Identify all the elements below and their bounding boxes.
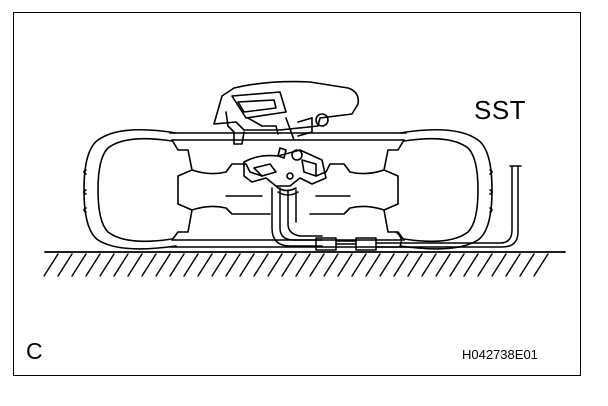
hatch-line [533, 253, 549, 277]
hatch-line [407, 253, 423, 277]
hatch-line [435, 253, 451, 277]
hatch-line [379, 253, 395, 277]
view-letter: C [26, 338, 43, 364]
hatch-line [309, 253, 325, 277]
hatch-line [253, 253, 269, 277]
left-tire [83, 129, 177, 250]
hatch-line [267, 253, 283, 277]
hatch-line [57, 253, 73, 277]
hatch-line [351, 253, 367, 277]
hatch-line [155, 253, 171, 277]
hatch-line [71, 253, 87, 277]
hatch-line [127, 253, 143, 277]
hatch-line [477, 253, 493, 277]
valve-clamp [243, 147, 327, 196]
hatch-line [337, 253, 353, 277]
hatch-line [197, 253, 213, 277]
hatch-line [281, 253, 297, 277]
right-tire [399, 129, 493, 250]
hatch-line [463, 253, 479, 277]
hatch-line [43, 253, 59, 277]
sst-label: SST [474, 95, 527, 125]
hatch-line [113, 253, 129, 277]
hatch-line [141, 253, 157, 277]
hatch-line [421, 253, 437, 277]
hatch-line [183, 253, 199, 277]
hatch-line [211, 253, 227, 277]
hatch-line [365, 253, 381, 277]
reference-code: H042738E01 [462, 347, 538, 362]
figure-frame [13, 12, 581, 376]
hatch-line [491, 253, 507, 277]
hatch-line [169, 253, 185, 277]
hatch-line [225, 253, 241, 277]
sst-cables [271, 165, 522, 251]
hatch-line [85, 253, 101, 277]
hatch-line [449, 253, 465, 277]
wheel-rim [169, 132, 407, 248]
hatch-line [239, 253, 255, 277]
hatch-line [323, 253, 339, 277]
hatch-line [393, 253, 409, 277]
hatch-line [99, 253, 115, 277]
hatch-line [505, 253, 521, 277]
changer-head [213, 80, 360, 145]
ground [43, 251, 566, 277]
hatch-line [519, 253, 535, 277]
hatch-line [295, 253, 311, 277]
